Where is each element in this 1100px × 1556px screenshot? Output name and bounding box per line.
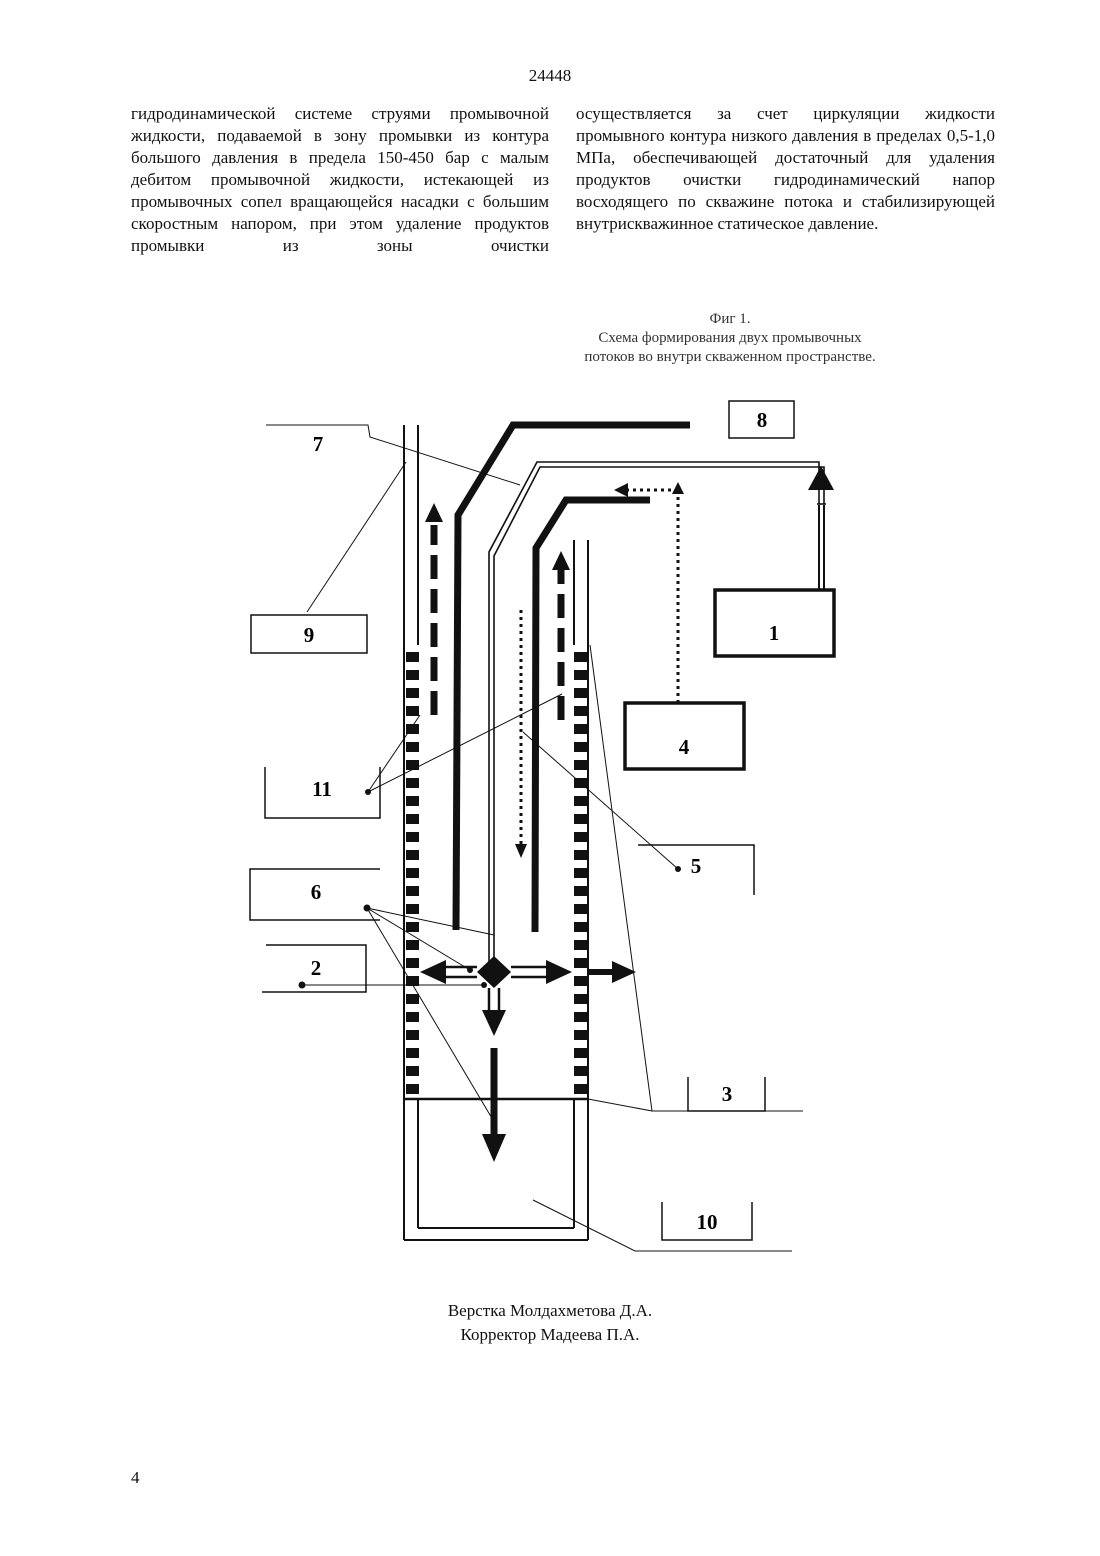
- proof-credit: Корректор Мадеева П.А.: [0, 1323, 1100, 1347]
- credits: Верстка Молдахметова Д.А. Корректор Маде…: [0, 1299, 1100, 1347]
- label-8: 8: [757, 408, 768, 432]
- label-4: 4: [679, 735, 690, 759]
- label-3: 3: [722, 1082, 733, 1106]
- upward-flow: [434, 525, 561, 720]
- label-6: 6: [311, 880, 322, 904]
- label-1: 1: [769, 621, 780, 645]
- inner-tubing: [535, 500, 650, 932]
- layout-credit: Верстка Молдахметова Д.А.: [0, 1299, 1100, 1323]
- label-10: 10: [697, 1210, 718, 1234]
- label-2: 2: [311, 956, 322, 980]
- pump-outlet-arrow: [808, 466, 834, 490]
- label-5: 5: [691, 854, 702, 878]
- page-number: 4: [131, 1468, 140, 1488]
- perforation-left: [406, 645, 419, 1097]
- label-11: 11: [312, 777, 332, 801]
- label-9: 9: [304, 623, 315, 647]
- label-7: 7: [313, 432, 324, 456]
- low-pressure-line: [521, 490, 678, 845]
- perforation-right: [574, 645, 587, 1097]
